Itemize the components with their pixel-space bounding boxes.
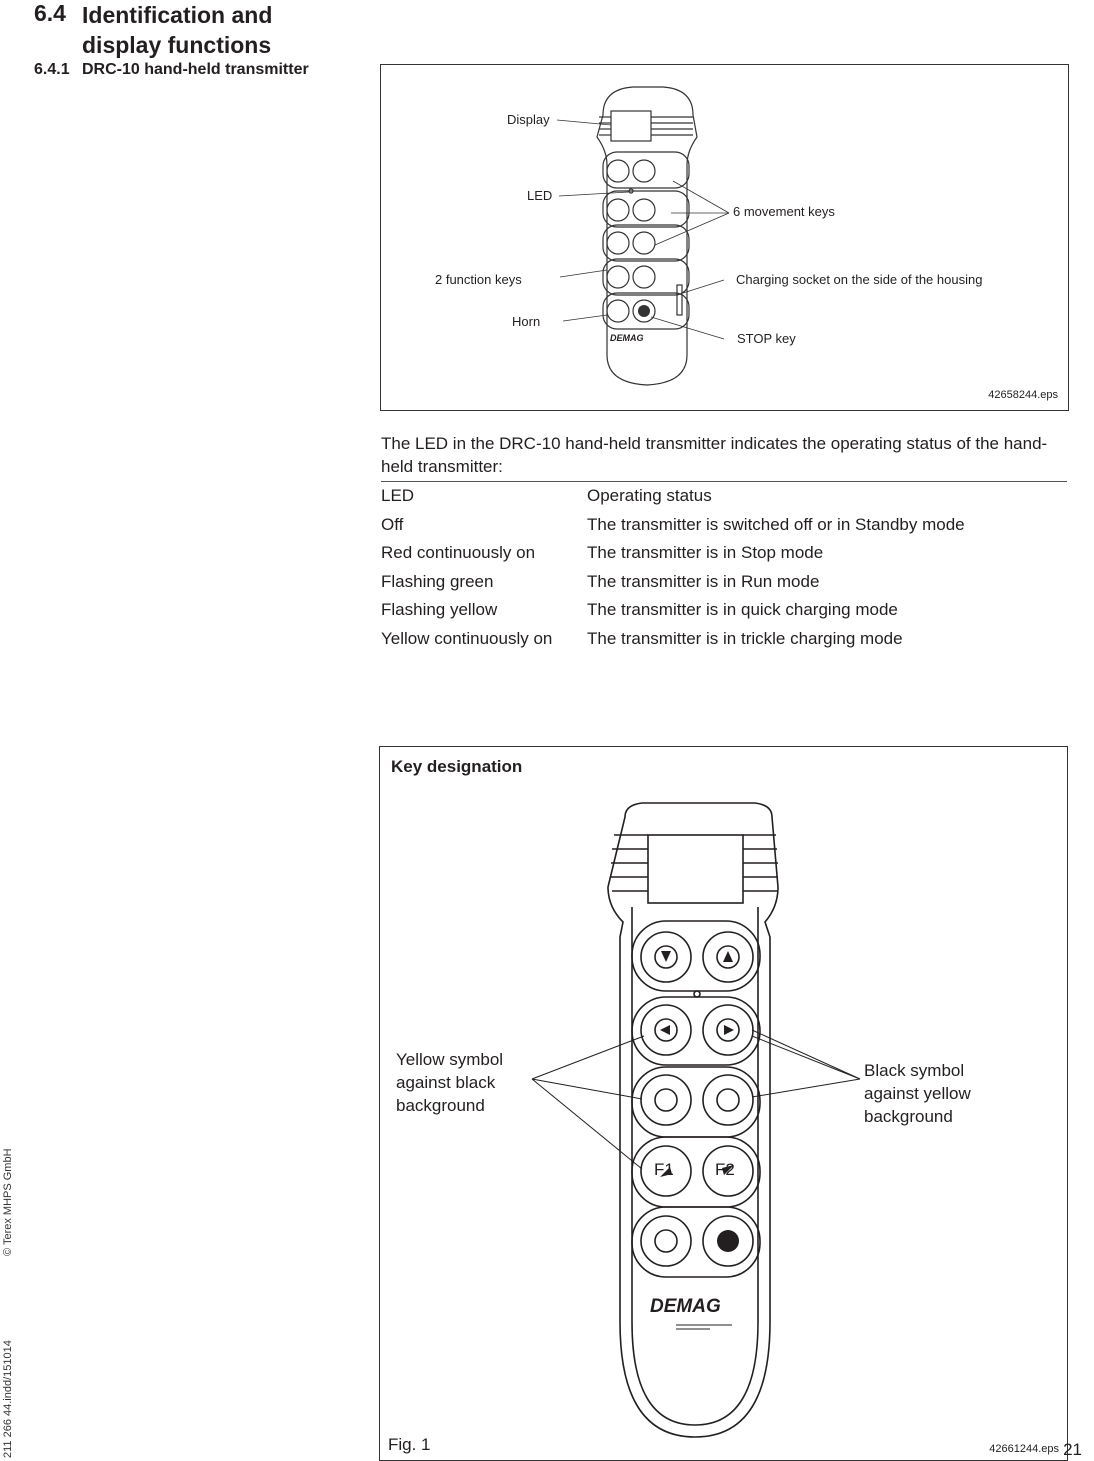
cell-status: The transmitter is in trickle charging m… (587, 628, 903, 648)
key-f1-label: F1 (654, 1160, 674, 1179)
cell-status: The transmitter is in Run mode (587, 571, 820, 591)
page-number: 21 (1063, 1440, 1082, 1459)
copyright-notice: © Terex MHPS GmbH (2, 1148, 14, 1256)
figure-file-name: 42661244.eps (989, 1443, 1059, 1455)
document-reference: 211 266 44.indd/151014 (2, 1340, 14, 1458)
table-row: Red continuously on The transmitter is i… (381, 539, 1067, 568)
figure-file-name: 42658244.eps (988, 389, 1058, 401)
label-display: Display (507, 112, 550, 127)
figure-key-designation: Key designation (379, 746, 1068, 1461)
subsection-title: DRC-10 hand-held transmitter (82, 61, 309, 78)
label-stop-key: STOP key (737, 331, 796, 346)
label-led: LED (527, 188, 553, 203)
table-row: Flashing green The transmitter is in Run… (381, 568, 1067, 597)
table-row: Yellow continuously on The transmitter i… (381, 625, 1067, 654)
led-status-table: LED Operating status Off The transmitter… (381, 481, 1067, 653)
cell-status: The transmitter is switched off or in St… (587, 514, 965, 534)
cell-led: Yellow continuously on (381, 628, 553, 648)
cell-status: The transmitter is in Stop mode (587, 543, 824, 563)
subsection-number: 6.4.1 (34, 61, 70, 78)
label-movement-keys: 6 movement keys (733, 204, 835, 219)
cell-status: The transmitter is in quick charging mod… (587, 600, 898, 620)
brand-logo-large: DEMAG (650, 1296, 721, 1317)
label-horn: Horn (512, 314, 541, 329)
label-charging-socket: Charging socket on the side of the housi… (736, 272, 983, 287)
transmitter-drawing-large (531, 802, 861, 1438)
figure-transmitter-overview: Display LED 6 movement keys 2 function k… (380, 64, 1069, 411)
figure-caption: Fig. 1 (388, 1435, 431, 1454)
column-header-status: Operating status (587, 486, 712, 506)
section-title: Identification and display functions (82, 2, 273, 58)
intro-paragraph: The LED in the DRC-10 hand-held transmit… (381, 434, 1048, 476)
brand-logo-small: DEMAG (610, 333, 644, 343)
label-yellow-symbol: Yellow symbol against black background (396, 1050, 504, 1115)
label-function-keys: 2 function keys (435, 272, 522, 287)
table-row: Flashing yellow The transmitter is in qu… (381, 596, 1067, 625)
transmitter-drawing-small (556, 86, 730, 386)
key-designation-title: Key designation (391, 757, 523, 776)
cell-led: Off (381, 514, 404, 534)
label-black-symbol: Black symbol against yellow background (864, 1061, 971, 1126)
table-row: Off The transmitter is switched off or i… (381, 511, 1067, 540)
column-header-led: LED (381, 486, 415, 506)
cell-led: Flashing green (381, 571, 494, 591)
cell-led: Red continuously on (381, 543, 536, 563)
section-number: 6.4 (34, 0, 66, 26)
table-header-row: LED Operating status (381, 481, 1067, 511)
cell-led: Flashing yellow (381, 600, 498, 620)
key-f2-label: F2 (715, 1160, 735, 1179)
